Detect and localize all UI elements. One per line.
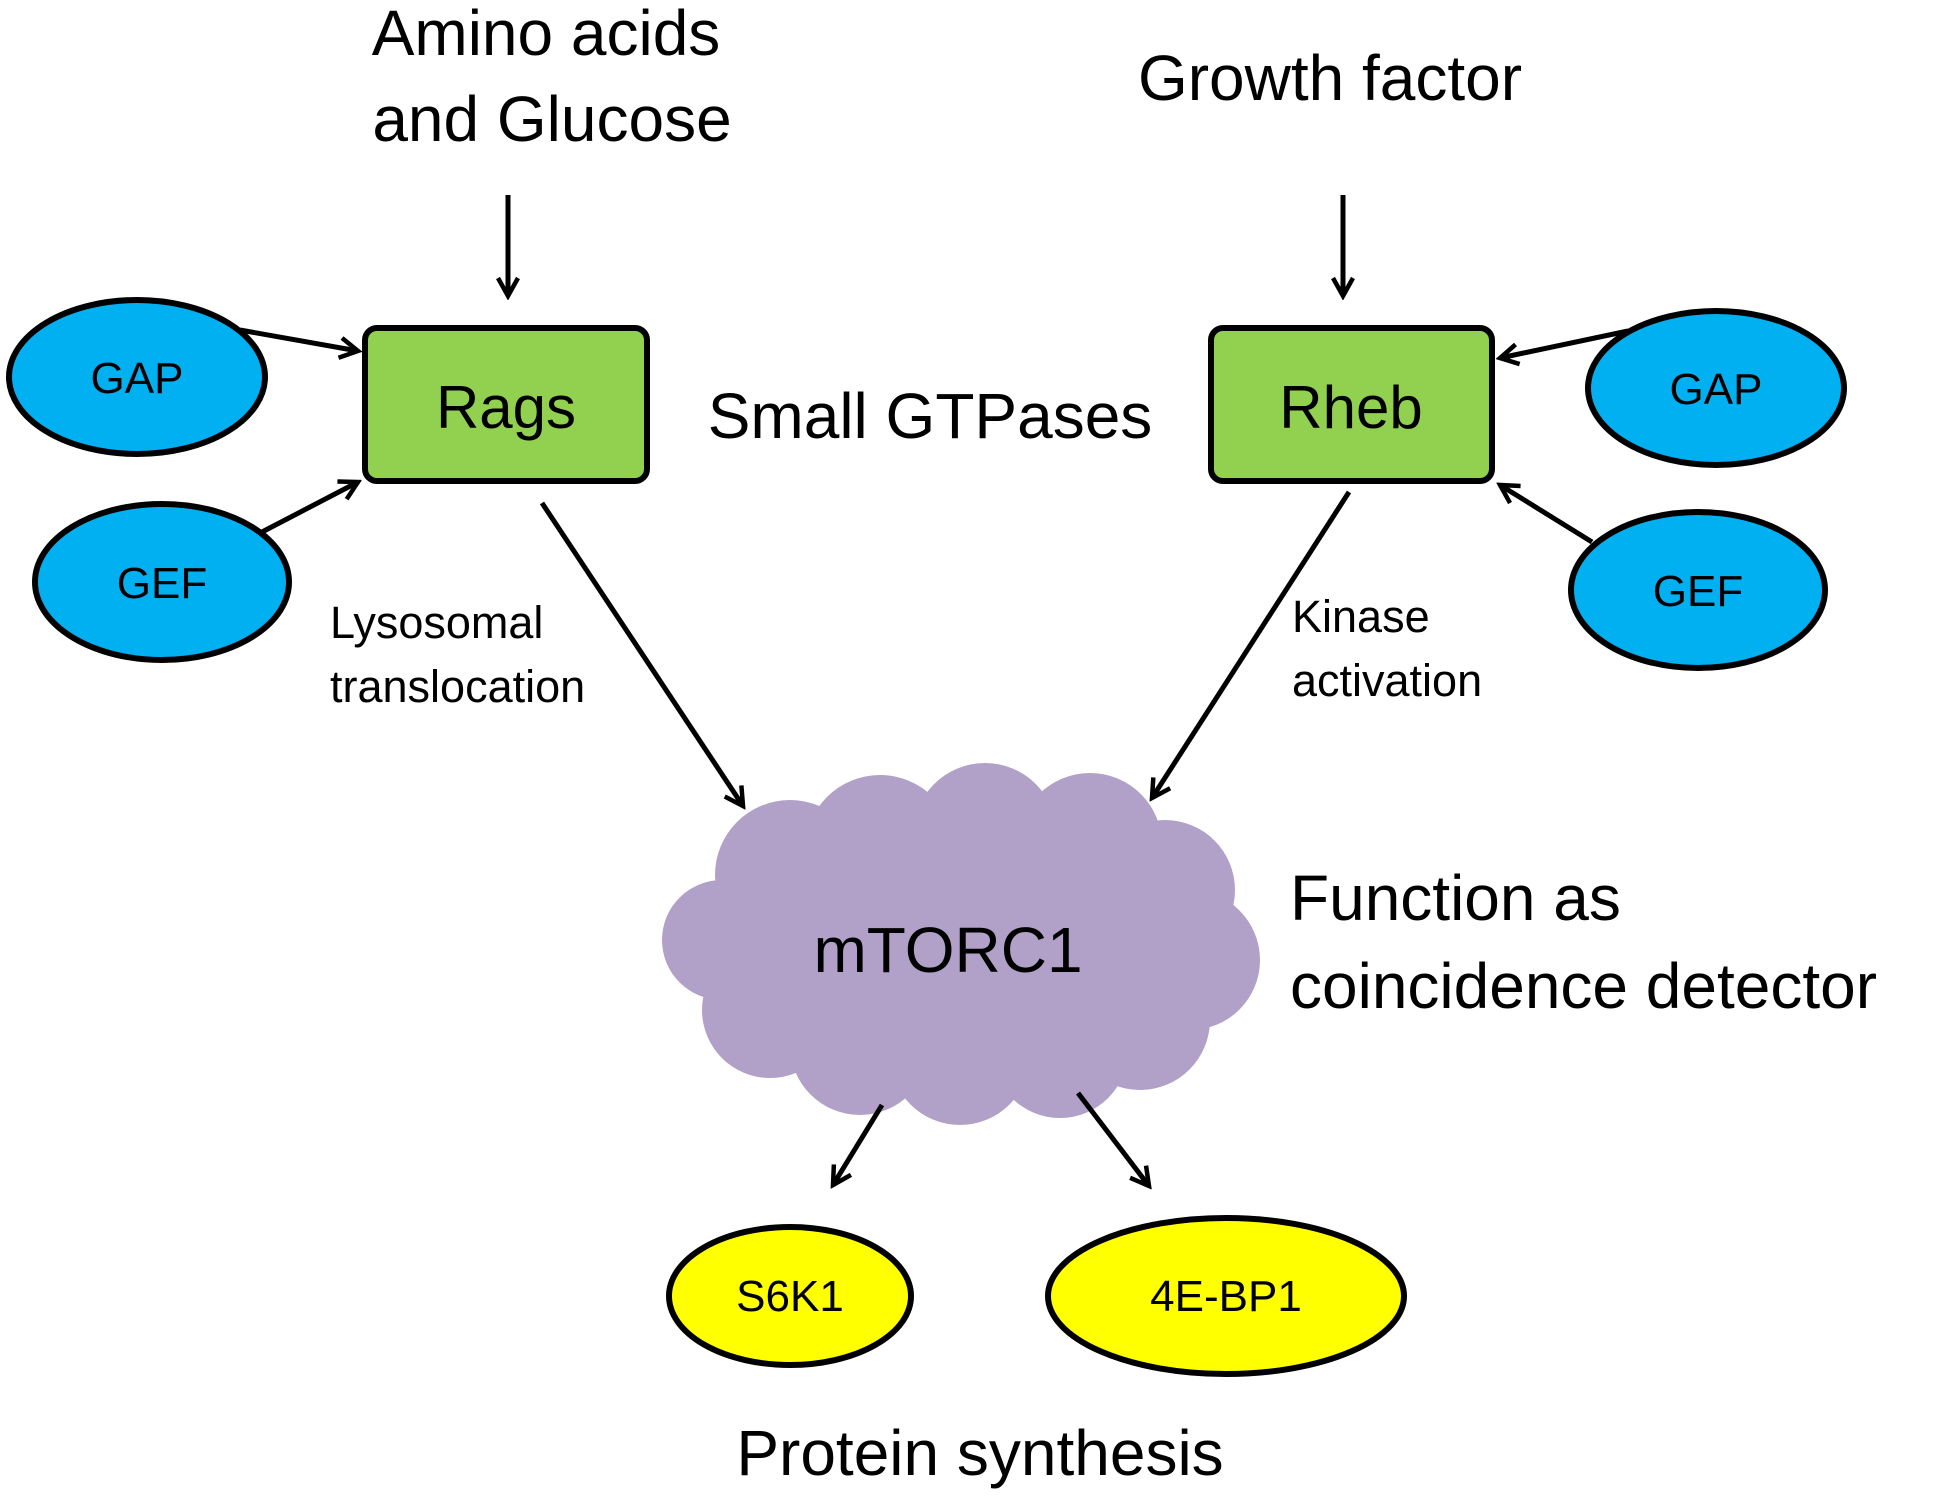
left-gap-label: GAP bbox=[91, 354, 184, 403]
left-gef-arrow bbox=[260, 482, 358, 535]
right-gef-arrow bbox=[1500, 485, 1594, 545]
lysosomal-label-line1: Lysosomal bbox=[330, 597, 543, 648]
right-gap-node bbox=[1585, 308, 1847, 468]
kinase-label-line2: activation bbox=[1292, 655, 1482, 706]
s6k1-node bbox=[666, 1224, 914, 1368]
small-gtpases-label: Small GTPases bbox=[708, 380, 1153, 452]
mtorc1-to-s6k1-arrow bbox=[833, 1103, 885, 1185]
rags-node bbox=[362, 325, 650, 484]
growth-factor-label: Growth factor bbox=[1138, 42, 1522, 114]
left-gef-label: GEF bbox=[117, 559, 207, 608]
rags-label: Rags bbox=[436, 374, 576, 441]
rheb-node bbox=[1208, 325, 1495, 484]
function-label-line2: coincidence detector bbox=[1290, 950, 1877, 1022]
right-gef-label: GEF bbox=[1653, 567, 1743, 616]
mtorc1-label: mTORC1 bbox=[813, 914, 1082, 986]
amino-acids-label-line2: and Glucose bbox=[372, 83, 731, 155]
rheb-to-mtorc1-arrow bbox=[1152, 490, 1352, 798]
protein-synthesis-label: Protein synthesis bbox=[736, 1417, 1223, 1489]
4ebp1-node bbox=[1045, 1215, 1407, 1377]
mtorc1-cloud bbox=[662, 763, 1260, 1125]
left-gef-node bbox=[32, 501, 292, 663]
rags-to-mtorc1-arrow bbox=[539, 501, 743, 806]
kinase-label-line1: Kinase bbox=[1292, 591, 1430, 642]
mtorc1-to-4ebp1-arrow bbox=[1076, 1091, 1149, 1186]
function-label-line1: Function as bbox=[1290, 862, 1621, 934]
s6k1-label: S6K1 bbox=[736, 1272, 844, 1321]
amino-acids-label-line1: Amino acids bbox=[372, 0, 721, 69]
right-gap-arrow bbox=[1500, 328, 1629, 358]
left-gap-arrow bbox=[239, 327, 358, 351]
4ebp1-label: 4E-BP1 bbox=[1150, 1272, 1302, 1321]
rheb-label: Rheb bbox=[1279, 374, 1422, 441]
right-gap-label: GAP bbox=[1670, 365, 1763, 414]
right-gef-node bbox=[1568, 509, 1828, 671]
lysosomal-label-line2: translocation bbox=[330, 661, 585, 712]
left-gap-node bbox=[6, 297, 268, 457]
